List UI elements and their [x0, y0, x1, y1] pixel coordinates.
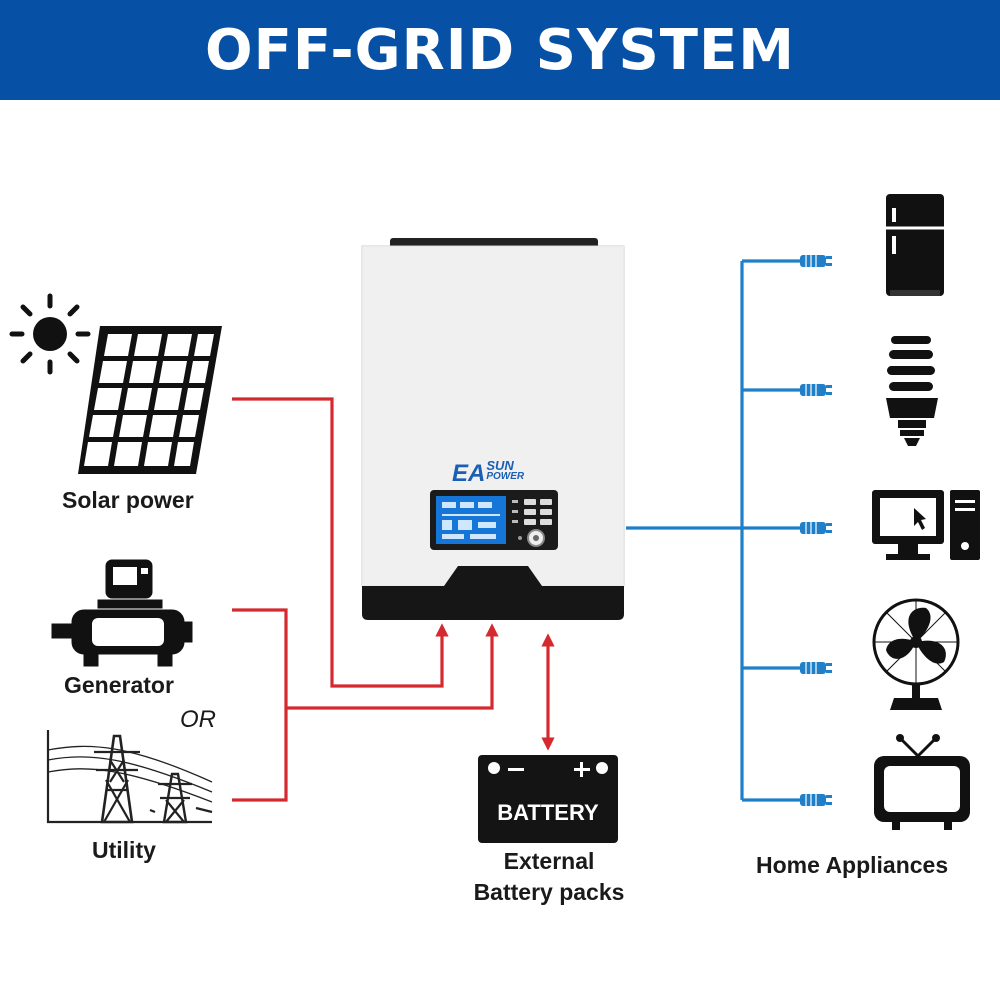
generator-label: Generator	[64, 672, 174, 698]
tv-icon	[874, 734, 970, 830]
fan-icon	[872, 598, 960, 710]
battery-icon	[478, 755, 618, 843]
utility-label: Utility	[92, 837, 156, 863]
plug-icons	[799, 254, 833, 807]
brand-sun: SUN	[486, 458, 514, 473]
battery-device-text: BATTERY	[497, 800, 599, 825]
solar-panel-icon	[78, 326, 222, 474]
input-connection-lines	[232, 397, 555, 802]
computer-icon	[872, 490, 980, 560]
external-battery-caption: External Battery packs	[468, 846, 630, 908]
generator-icon	[51, 559, 193, 667]
page-title: OFF-GRID SYSTEM	[205, 17, 795, 83]
battery-caption-line1: External	[503, 848, 595, 874]
battery-caption-line2: Battery packs	[473, 879, 625, 905]
or-label: OR	[180, 706, 216, 733]
power-pylon-icon	[46, 730, 213, 824]
sun-icon	[9, 293, 91, 375]
output-connection-lines	[626, 259, 800, 802]
solar-power-label: Solar power	[62, 487, 194, 513]
home-appliances-label: Home Appliances	[756, 852, 949, 878]
cfl-bulb-icon	[886, 336, 938, 446]
brand-main: EA	[452, 460, 486, 487]
refrigerator-icon	[886, 194, 944, 296]
brand-power: POWER	[486, 471, 525, 482]
title-banner: OFF-GRID SYSTEM	[0, 0, 1000, 100]
inverter-unit	[361, 238, 625, 620]
inverter-brand-logo: EA SUN POWER	[452, 458, 525, 488]
